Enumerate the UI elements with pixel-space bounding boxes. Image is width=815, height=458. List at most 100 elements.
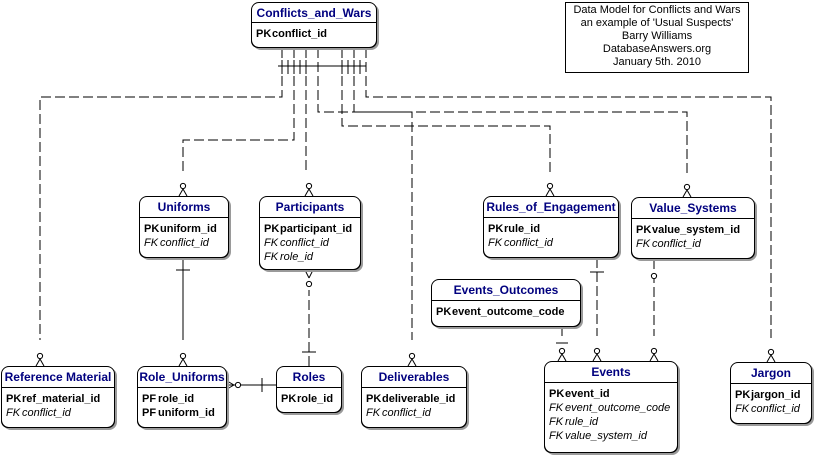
attribute-name: conflict_id [382,407,431,419]
attribute-key-type: PK [366,393,382,405]
attribute-name: rule_id [504,223,541,235]
optional-marker [650,347,658,355]
attribute-key-type: PK [549,388,565,400]
crowfoot-marker [596,353,602,362]
entity-title: Events [591,365,631,379]
attribute-name: jargon_id [751,389,801,401]
attribute-name: participant_id [280,223,353,235]
crowfoot-marker [308,269,314,279]
attribute-name: conflict_id [272,28,328,40]
attribute-name: role_id [280,251,314,263]
crowfoot-marker [226,384,235,390]
optional-marker [234,381,242,389]
note-line: an example of 'Usual Suspects' [580,17,734,29]
optional-marker [305,280,313,288]
crowfoot-marker [178,188,184,197]
entity-attributes [139,217,229,258]
attribute-name: conflict_id [504,237,553,249]
crowfoot-marker [226,380,235,386]
entity-attribute: PKref_material_id [6,393,100,405]
attribute-key-type: PK [144,223,160,235]
entity-title: Role_Uniforms [139,370,225,384]
entity-title: Conflicts_and_Wars [256,6,372,20]
note-line: Barry Williams [621,30,693,42]
entity-attribute: PKevent_id [549,388,610,400]
attribute-key-type: PK [264,223,280,235]
entity-attribute: PKevent_outcome_code [436,306,564,318]
crowfoot-marker [182,358,188,367]
optional-marker [683,183,691,191]
attribute-key-type: PK [281,393,297,405]
entity-title: Uniforms [157,200,211,214]
crowfoot-marker [592,353,598,362]
crowfoot-marker [182,188,188,197]
crowfoot-marker [308,188,314,197]
optional-marker [36,352,44,360]
diagram-note: Data Model for Conflicts and Wars an exa… [565,2,749,73]
attribute-key-type: PK [488,223,504,235]
attribute-name: conflict_id [652,238,701,250]
crowfoot-marker [407,358,413,367]
attribute-key-type: FK [488,237,503,249]
crowfoot-marker [682,189,688,198]
attribute-name: role_id [158,393,195,405]
attribute-key-type: PK [6,393,22,405]
note-line: DatabaseAnswers.org [602,43,712,55]
entity-title: Jargon [750,366,791,380]
optional-marker [305,182,313,190]
attribute-key-type: PK [735,389,751,401]
entity-title: Reference Material [4,370,112,384]
entity-attribute: PKjargon_id [735,389,801,401]
entity-attributes [544,382,678,453]
attribute-name: conflict_id [22,407,71,419]
entity-attributes [137,387,227,428]
attribute-key-type: FK [549,416,564,428]
attribute-key-type: FK [549,430,564,442]
attribute-key-type: FK [366,407,381,419]
attribute-key-type: FK [264,237,279,249]
optional-marker [767,348,775,356]
optional-marker [650,272,658,280]
entity-attribute: PKparticipant_id [264,223,352,235]
entity-attributes [251,22,377,48]
crowfoot-marker [35,358,41,367]
attribute-name: conflict_id [751,403,800,415]
entity-title: Participants [275,200,345,214]
entity-attributes [259,217,361,270]
crowfoot-marker [304,269,310,279]
attribute-key-type: PK [636,224,652,236]
optional-marker [408,352,416,360]
attribute-key-type: PK [256,28,272,40]
crowfoot-marker [653,353,659,362]
optional-marker [593,347,601,355]
attribute-name: value_system_id [565,430,647,442]
attribute-key-type: PK [436,306,452,318]
rel-reference-material [39,48,283,340]
attribute-key-type: PF [142,393,157,405]
attribute-name: event_outcome_code [565,402,671,414]
attribute-key-type: PF [142,407,157,419]
entity-attribute: PKconflict_id [256,28,327,40]
entity-attributes [1,387,115,428]
